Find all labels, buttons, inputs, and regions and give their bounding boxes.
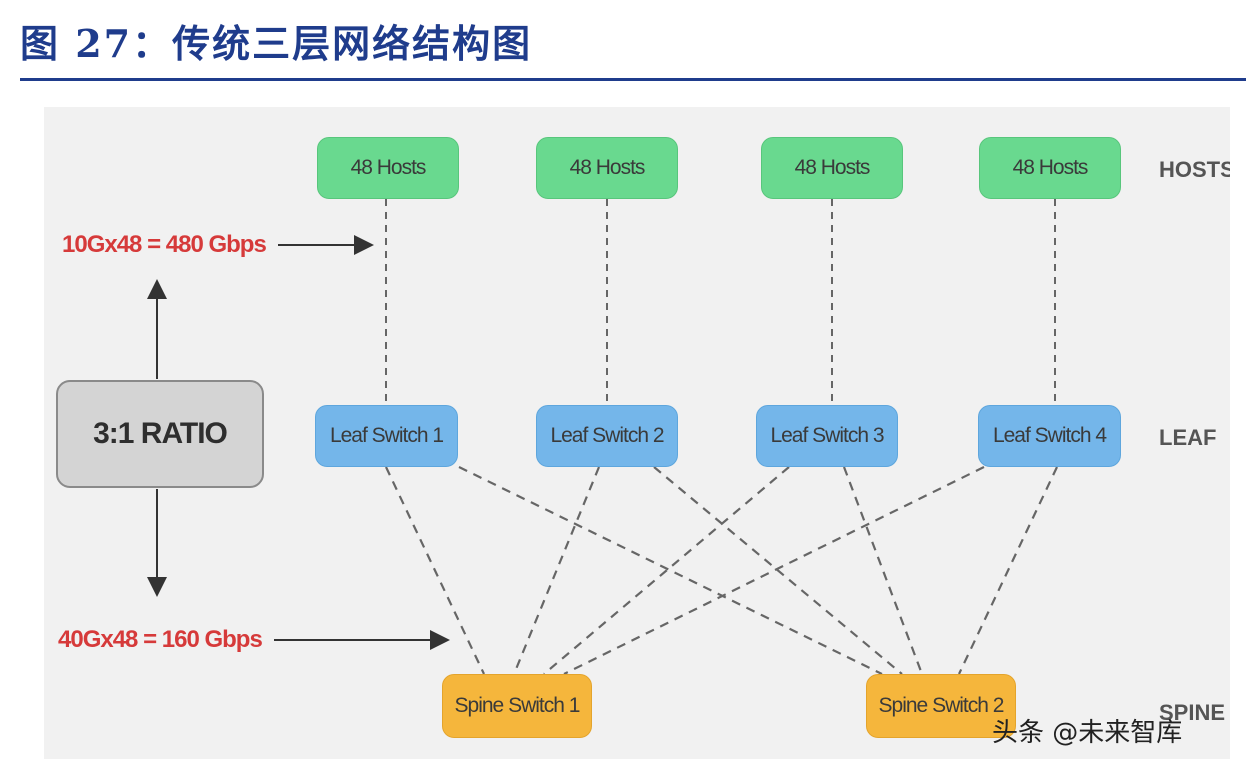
tier-label-leaf: LEAF xyxy=(1159,425,1217,450)
leaf1-spine1-link xyxy=(385,466,485,675)
leaf-switch-3: Leaf Switch 3 xyxy=(756,405,898,467)
host-group-4: 48 Hosts xyxy=(979,137,1121,199)
leaf1-spine2-link xyxy=(458,466,883,675)
leaf2-spine1-link xyxy=(512,466,601,675)
oversubscription-ratio-box: 3:1 RATIO xyxy=(56,380,264,488)
leaf3-spine2-link xyxy=(842,466,924,675)
leaf-switch-2: Leaf Switch 2 xyxy=(536,405,678,467)
leaf-switch-4: Leaf Switch 4 xyxy=(978,405,1121,467)
leaf4-spine1-link xyxy=(563,466,985,675)
host-group-1: 48 Hosts xyxy=(317,137,459,199)
host-group-2: 48 Hosts xyxy=(536,137,678,199)
title-divider xyxy=(20,78,1246,81)
downlink-bandwidth-label: 40Gx48 = 160 Gbps xyxy=(58,626,263,653)
source-watermark: 头条 @未来智库 xyxy=(992,718,1183,748)
connection-lines xyxy=(147,199,1058,675)
leaf3-spine1-link xyxy=(543,466,790,675)
figure-title: 图 27：传统三层网络结构图 xyxy=(20,21,533,66)
uplink-bandwidth-label: 10Gx48 = 480 Gbps xyxy=(62,231,267,258)
tier-label-spine: SPINE xyxy=(1159,700,1226,725)
leaf2-spine2-link xyxy=(653,466,903,675)
host-group-3: 48 Hosts xyxy=(761,137,903,199)
tier-label-hosts: HOSTS xyxy=(1159,157,1230,182)
leaf4-spine2-link xyxy=(958,466,1058,675)
spine-switch-2: Spine Switch 2 xyxy=(866,674,1016,738)
spine-switch-1: Spine Switch 1 xyxy=(442,674,592,738)
leaf-switch-1: Leaf Switch 1 xyxy=(315,405,458,467)
network-diagram: 48 Hosts 48 Hosts 48 Hosts 48 Hosts Leaf… xyxy=(44,107,1230,759)
